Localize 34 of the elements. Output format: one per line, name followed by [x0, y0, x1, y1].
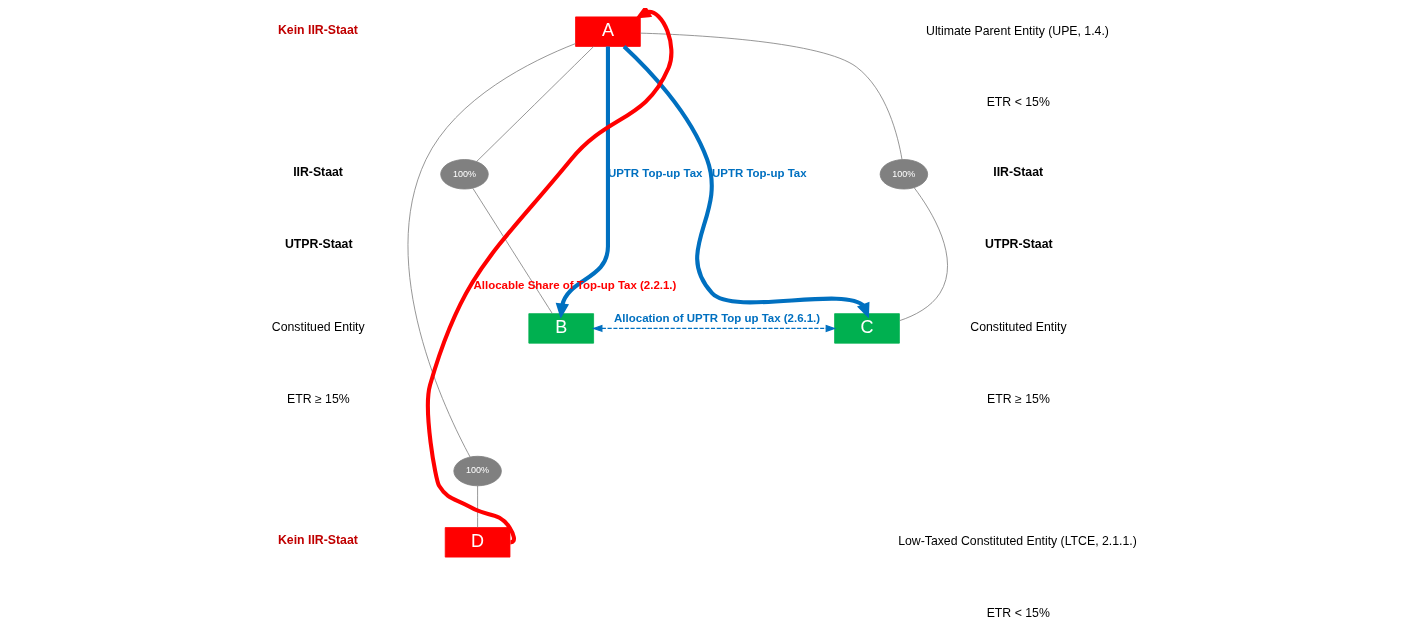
label: Constituted Entity — [970, 320, 1067, 335]
label: ETR < 15% — [986, 94, 1050, 109]
label: ETR ≥ 15% — [287, 391, 350, 406]
label: IIR-Staat — [293, 165, 343, 180]
label: ETR < 15% — [986, 605, 1050, 620]
connector — [899, 187, 948, 322]
connector — [407, 43, 576, 458]
edge-label: Allocation of UPTR Top up Tax (2.6.1.) — [614, 312, 821, 325]
label: Kein IIR-Staat — [277, 533, 358, 548]
label: UTPR-Staat — [284, 236, 353, 251]
connector — [476, 46, 595, 162]
label: UTPR-Staat — [985, 236, 1053, 251]
label: Low-Taxed Constituted Entity (LTCE, 2.1.1.) — [898, 534, 1137, 549]
node-ellipse: 100% — [453, 455, 502, 487]
node-box: C — [834, 313, 900, 344]
label: IIR-Staat — [993, 165, 1044, 180]
arrow — [591, 324, 837, 333]
connector — [640, 32, 903, 160]
connector — [477, 485, 478, 528]
connector — [472, 187, 553, 314]
arrow — [622, 45, 870, 319]
label: Kein IIR-Staat — [277, 22, 358, 37]
node-box: D — [444, 527, 511, 558]
label: ETR ≥ 15% — [987, 391, 1050, 406]
edge-label: Allocable Share of Top-up Tax (2.2.1.) — [473, 279, 677, 292]
node-box: A — [575, 16, 641, 47]
edge-label: UPTR Top-up Tax — [712, 166, 807, 179]
label: Ultimate Parent Entity (UPE, 1.4.) — [926, 23, 1109, 38]
arrow — [555, 46, 610, 319]
label: Constitued Entity — [271, 320, 365, 335]
arrow — [425, 8, 674, 544]
node-ellipse: 100% — [440, 159, 489, 190]
node-box: B — [528, 313, 594, 344]
node-ellipse: 100% — [879, 159, 929, 190]
